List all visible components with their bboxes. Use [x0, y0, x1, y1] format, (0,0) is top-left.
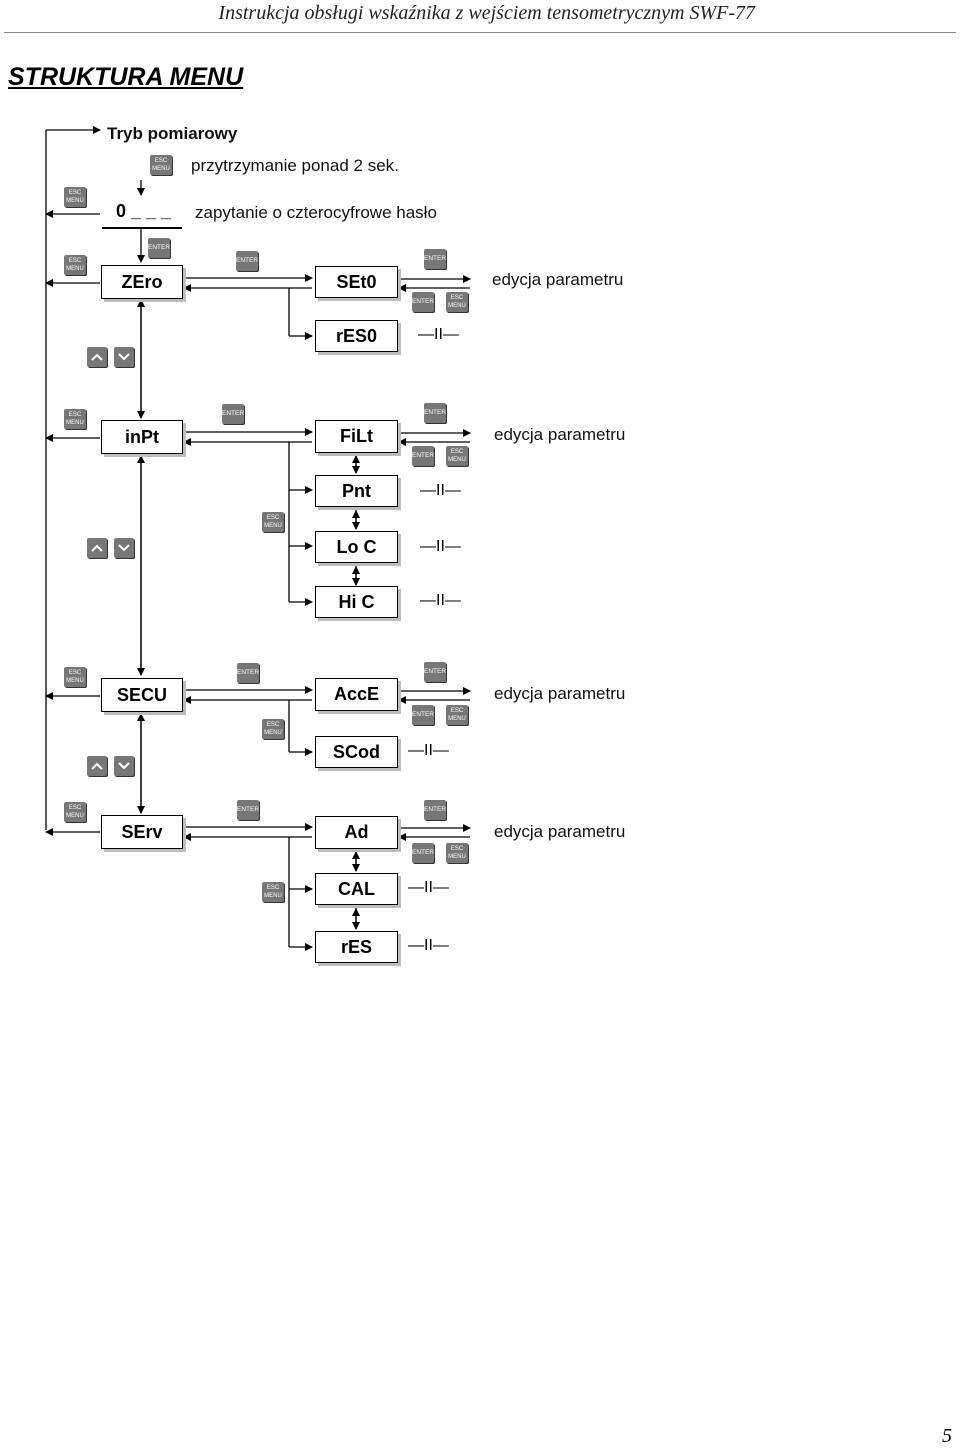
down-arrow-icon[interactable]: [114, 347, 134, 367]
password-field: 0 _ _ _: [102, 196, 182, 229]
hold-label: przytrzymanie ponad 2 sek.: [191, 156, 399, 175]
stop-mark: —II—: [408, 879, 449, 896]
menu-item-lo-c[interactable]: Lo C: [315, 531, 398, 563]
enter-key[interactable]: ENTER: [148, 238, 170, 258]
menu-input[interactable]: inPt: [101, 420, 183, 454]
password-prompt-label: zapytanie o czterocyfrowe hasło: [195, 203, 437, 222]
menu-item-res[interactable]: rES: [315, 931, 398, 963]
header-rule: [4, 32, 956, 33]
menu-item-ad[interactable]: Ad: [315, 816, 398, 849]
menu-security[interactable]: SECU: [101, 678, 183, 712]
measure-mode-label: Tryb pomiarowy: [107, 124, 238, 143]
down-arrow-icon[interactable]: [114, 756, 134, 776]
menu-zero[interactable]: ZEro: [101, 265, 183, 299]
stop-mark: —II—: [408, 742, 449, 759]
up-arrow-icon[interactable]: [87, 756, 107, 776]
enter-key[interactable]: ENTER: [424, 662, 446, 682]
up-arrow-icon[interactable]: [87, 347, 107, 367]
enter-key[interactable]: ENTER: [237, 800, 259, 820]
edit-param-label: edycja parametru: [492, 270, 624, 289]
stop-mark: —II—: [420, 538, 461, 555]
menu-item-res0[interactable]: rES0: [315, 320, 398, 352]
up-arrow-icon[interactable]: [87, 538, 107, 558]
enter-key[interactable]: ENTER: [237, 663, 259, 683]
edit-param-label: edycja parametru: [494, 684, 626, 703]
enter-key[interactable]: ENTER: [424, 403, 446, 423]
menu-item-acce[interactable]: AccE: [315, 678, 398, 711]
stop-mark: —II—: [408, 937, 449, 954]
menu-item-cal[interactable]: CAL: [315, 873, 398, 905]
menu-item-pnt[interactable]: Pnt: [315, 475, 398, 507]
menu-item-hi-c[interactable]: Hi C: [315, 586, 398, 618]
enter-key[interactable]: ENTER: [412, 292, 434, 312]
enter-key[interactable]: ENTER: [412, 843, 434, 863]
stop-mark: —II—: [420, 482, 461, 499]
menu-item-set0[interactable]: SEt0: [315, 266, 398, 298]
enter-key[interactable]: ENTER: [424, 800, 446, 820]
menu-item-scod[interactable]: SCod: [315, 736, 398, 768]
edit-param-label: edycja parametru: [494, 822, 626, 841]
header-title: Instrukcja obsługi wskaźnika z wejściem …: [218, 2, 755, 24]
enter-key[interactable]: ENTER: [236, 251, 258, 271]
stop-mark: —II—: [418, 326, 459, 343]
menu-service[interactable]: SErv: [101, 815, 183, 849]
stop-mark: —II—: [420, 592, 461, 609]
page-title: STRUKTURA MENU: [8, 63, 244, 91]
edit-param-label: edycja parametru: [494, 425, 626, 444]
enter-key[interactable]: ENTER: [424, 249, 446, 269]
enter-key[interactable]: ENTER: [412, 446, 434, 466]
page-header: Instrukcja obsługi wskaźnika z wejściem …: [0, 0, 960, 34]
enter-key[interactable]: ENTER: [412, 705, 434, 725]
down-arrow-icon[interactable]: [114, 538, 134, 558]
menu-item-filt[interactable]: FiLt: [315, 420, 398, 453]
enter-key[interactable]: ENTER: [222, 404, 244, 424]
page-number: 5: [942, 1425, 952, 1447]
